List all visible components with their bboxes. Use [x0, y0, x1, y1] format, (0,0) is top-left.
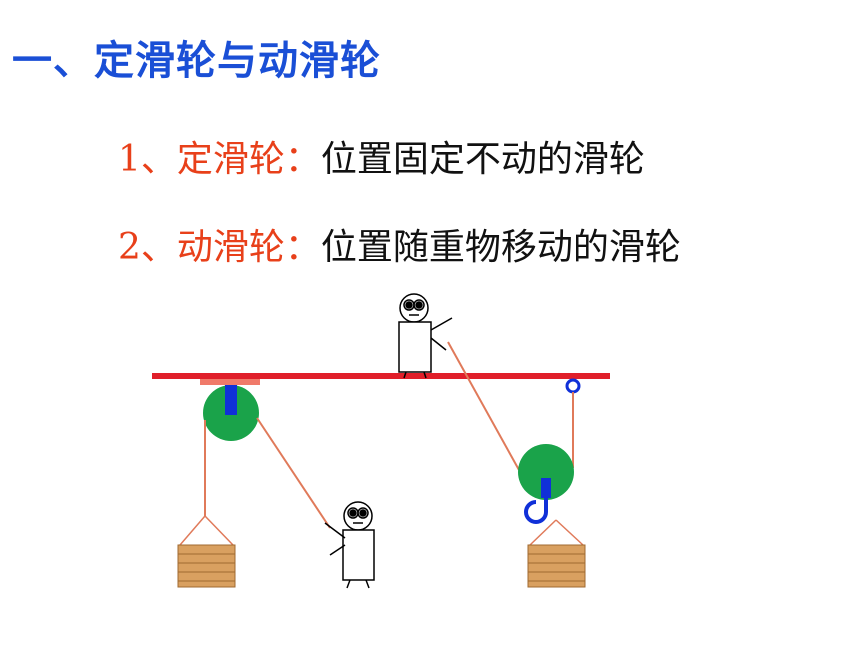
term-fixed-pulley: 1、定滑轮：: [118, 139, 321, 180]
movable-weight-sling: [529, 519, 584, 546]
desc-fixed-pulley: 位置固定不动的滑轮: [320, 139, 645, 180]
section-heading: 一、定滑轮与动滑轮: [12, 38, 381, 84]
fixed-pulley: [203, 385, 259, 441]
movable-rope-left: [447, 341, 520, 471]
person-top: [398, 293, 453, 379]
movable-weight: [527, 544, 586, 588]
definition-fixed-pulley: 1、定滑轮：位置固定不动的滑轮: [118, 130, 645, 182]
fixed-pulley-bracket: [200, 379, 260, 385]
desc-movable-pulley: 位置随重物移动的滑轮: [320, 227, 681, 268]
fixed-rope-right: [256, 417, 331, 529]
fixed-weight-sling: [179, 515, 234, 546]
movable-pulley: [518, 444, 574, 524]
definition-movable-pulley: 2、动滑轮：位置随重物移动的滑轮: [118, 218, 681, 270]
person-bottom: [324, 501, 375, 589]
fixed-weight: [177, 544, 236, 588]
ceiling-beam: [152, 373, 610, 379]
beam-hook: [565, 378, 581, 394]
term-movable-pulley: 2、动滑轮：: [118, 227, 321, 268]
